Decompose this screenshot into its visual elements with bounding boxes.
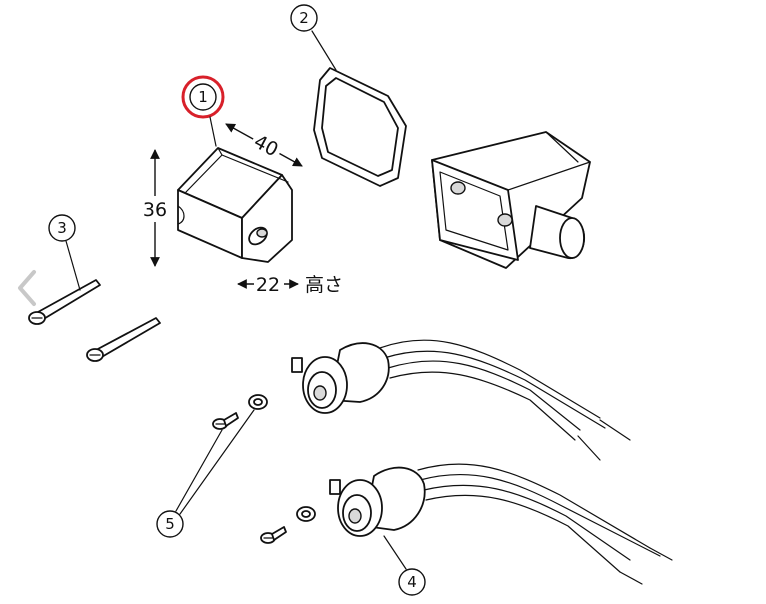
callout-3-label: 3 bbox=[57, 219, 67, 237]
callout-4-circle[interactable] bbox=[398, 568, 426, 596]
callout-1-highlight-ring bbox=[181, 75, 225, 119]
part5-screw-upper[interactable] bbox=[212, 412, 239, 430]
part5-washer-upper[interactable] bbox=[248, 394, 268, 410]
callout-2-label: 2 bbox=[299, 9, 309, 27]
part5-washer-lower[interactable] bbox=[296, 506, 316, 522]
part3-long-screw-lower[interactable] bbox=[86, 317, 161, 362]
part3-long-screw-upper[interactable] bbox=[28, 279, 101, 325]
part1-adapter-block[interactable] bbox=[177, 147, 293, 263]
callout-1-leader bbox=[209, 116, 217, 147]
callout-3-leader bbox=[65, 240, 81, 291]
part4-socket-lower[interactable] bbox=[329, 463, 673, 585]
callout-5-circle[interactable] bbox=[156, 510, 184, 538]
callout-5-label: 5 bbox=[165, 515, 175, 533]
lamp-housing bbox=[431, 131, 591, 269]
callout-1-circle[interactable] bbox=[189, 83, 217, 111]
dimension-depth-note: 高さ bbox=[305, 274, 343, 296]
dimension-depth-label: 22 bbox=[256, 274, 280, 296]
callout-2-leader bbox=[311, 30, 337, 71]
chevron-left-icon bbox=[18, 270, 36, 306]
callout-5-leader-screw bbox=[175, 429, 223, 512]
callout-1-label: 1 bbox=[198, 88, 208, 106]
callout-2-circle[interactable] bbox=[290, 4, 318, 32]
part2-gasket[interactable] bbox=[313, 67, 407, 187]
callout-4-leader bbox=[383, 535, 407, 570]
callout-4-label: 4 bbox=[407, 573, 417, 591]
previous-image-button[interactable] bbox=[14, 268, 40, 308]
dimension-height-label: 36 bbox=[143, 199, 167, 221]
callout-5-leader-washer bbox=[179, 409, 255, 515]
callout-3-circle[interactable] bbox=[48, 214, 76, 242]
part4-socket-upper[interactable] bbox=[291, 339, 631, 461]
part5-screw-lower[interactable] bbox=[260, 526, 287, 544]
